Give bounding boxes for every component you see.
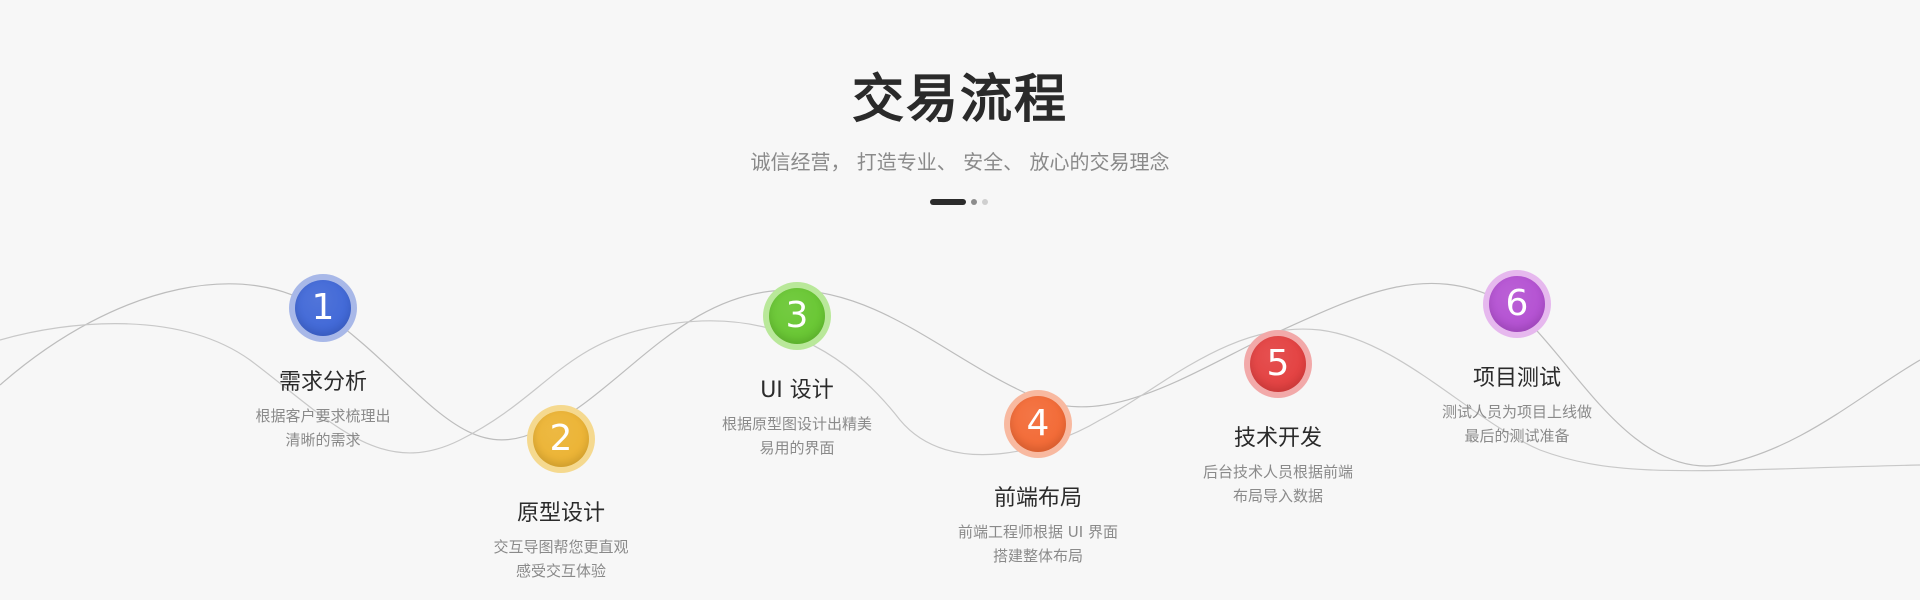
step-description: 根据客户要求梳理出 清晰的需求: [223, 404, 423, 452]
indicator-dot[interactable]: [971, 199, 977, 205]
step-number: 2: [533, 411, 589, 467]
step-desc-line: 易用的界面: [759, 439, 835, 457]
step-title: 前端布局: [993, 486, 1082, 511]
step-number-badge: 1: [289, 274, 357, 342]
step-number-badge: 3: [763, 282, 831, 350]
step-title: 需求分析: [278, 370, 367, 395]
step-desc-line: 布局导入数据: [1232, 487, 1323, 505]
page-subtitle: 诚信经营， 打造专业、 安全、 放心的交易理念: [750, 150, 1170, 174]
step-description: 测试人员为项目上线做 最后的测试准备: [1417, 400, 1617, 448]
step-item-1: 1 需求分析 根据客户要求梳理出 清晰的需求: [223, 274, 423, 452]
wave-line-1: [0, 282, 1920, 467]
carousel-indicator: [930, 198, 990, 206]
step-description: 根据原型图设计出精美 易用的界面: [697, 412, 897, 460]
step-desc-line: 搭建整体布局: [992, 547, 1083, 565]
step-title: 项目测试: [1472, 366, 1561, 391]
step-desc-line: 根据原型图设计出精美: [721, 415, 872, 433]
step-number: 6: [1489, 276, 1545, 332]
step-item-6: 6 项目测试 测试人员为项目上线做 最后的测试准备: [1417, 270, 1617, 448]
step-number: 1: [295, 280, 351, 336]
step-description: 前端工程师根据 UI 界面 搭建整体布局: [938, 520, 1138, 568]
step-desc-line: 清晰的需求: [285, 431, 361, 449]
wave-line-2: [0, 320, 1920, 472]
indicator-active-bar[interactable]: [930, 199, 966, 205]
step-desc-line: 交互导图帮您更直观: [493, 538, 629, 556]
step-desc-line: 感受交互体验: [515, 562, 606, 580]
step-title: UI 设计: [760, 378, 834, 403]
step-desc-line: 最后的测试准备: [1464, 427, 1570, 445]
step-item-5: 5 技术开发 后台技术人员根据前端 布局导入数据: [1178, 330, 1378, 508]
step-desc-line: 前端工程师根据 UI 界面: [958, 523, 1118, 541]
step-number-badge: 4: [1004, 390, 1072, 458]
step-title: 原型设计: [516, 501, 605, 526]
page-title: 交易流程: [851, 70, 1068, 130]
step-desc-line: 测试人员为项目上线做: [1441, 403, 1592, 421]
indicator-dot[interactable]: [982, 199, 988, 205]
step-number: 5: [1250, 336, 1306, 392]
step-item-2: 2 原型设计 交互导图帮您更直观 感受交互体验: [461, 405, 661, 583]
step-number: 4: [1010, 396, 1066, 452]
step-number: 3: [769, 288, 825, 344]
step-number-badge: 5: [1244, 330, 1312, 398]
step-item-4: 4 前端布局 前端工程师根据 UI 界面 搭建整体布局: [938, 390, 1138, 568]
step-desc-line: 后台技术人员根据前端: [1202, 463, 1353, 481]
step-number-badge: 2: [527, 405, 595, 473]
step-description: 交互导图帮您更直观 感受交互体验: [461, 535, 661, 583]
step-title: 技术开发: [1233, 426, 1322, 451]
step-number-badge: 6: [1483, 270, 1551, 338]
step-description: 后台技术人员根据前端 布局导入数据: [1178, 460, 1378, 508]
step-desc-line: 根据客户要求梳理出: [255, 407, 391, 425]
step-item-3: 3 UI 设计 根据原型图设计出精美 易用的界面: [697, 282, 897, 460]
